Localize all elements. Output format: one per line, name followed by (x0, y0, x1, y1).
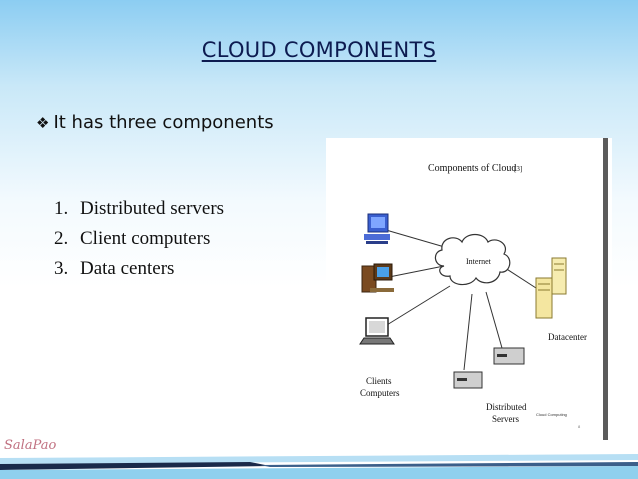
workstation-icon (361, 263, 394, 293)
figure-page-mark: 8 (578, 424, 581, 429)
link-client-2 (383, 265, 445, 279)
distributed-label: Distributed (486, 402, 527, 412)
bullet-text: It has three components (53, 112, 274, 133)
internet-label: Internet (466, 257, 492, 266)
figure-heading-ref: [3] (514, 165, 522, 173)
clients-label: Clients (366, 376, 392, 386)
figure-footer: Cloud Computing (536, 412, 567, 417)
slide-title: CLOUD COMPONENTS (201, 38, 437, 62)
list-number: 1. (54, 198, 69, 219)
distributed-server-icon (453, 347, 525, 389)
desktop-computer-icon (364, 213, 390, 244)
diamond-bullet-icon: ❖ (36, 114, 50, 132)
figure-heading: Components of Cloud (428, 163, 516, 174)
bottom-band (0, 452, 638, 479)
list-item-text: Client computers (80, 228, 211, 249)
figure-edge-rule (603, 138, 608, 440)
link-client-1 (385, 229, 449, 249)
list-item: 2. Client computers (54, 224, 224, 254)
components-list: 1. Distributed servers 2. Client computers… (54, 194, 224, 284)
list-item: 1. Distributed servers (54, 194, 224, 224)
list-item-text: Data centers (80, 258, 175, 279)
bullet-line: ❖It has three components (36, 112, 274, 133)
computers-label: Computers (360, 388, 400, 398)
link-server-1 (463, 293, 473, 371)
list-number: 2. (54, 228, 69, 249)
internet-cloud-icon: Internet (434, 233, 511, 286)
list-item-text: Distributed servers (80, 198, 225, 219)
link-client-3 (381, 285, 451, 329)
cloud-diagram: Internet (359, 163, 587, 429)
watermark-logo: SalaPao (4, 438, 57, 453)
datacenter-servers-icon (535, 257, 567, 319)
cloud-diagram-figure: Internet (326, 138, 612, 440)
link-server-2 (485, 291, 503, 349)
list-number: 3. (54, 258, 69, 279)
laptop-icon (359, 317, 395, 345)
datacenter-label: Datacenter (548, 332, 587, 342)
servers-label: Servers (492, 414, 519, 424)
list-item: 3. Data centers (54, 254, 224, 284)
